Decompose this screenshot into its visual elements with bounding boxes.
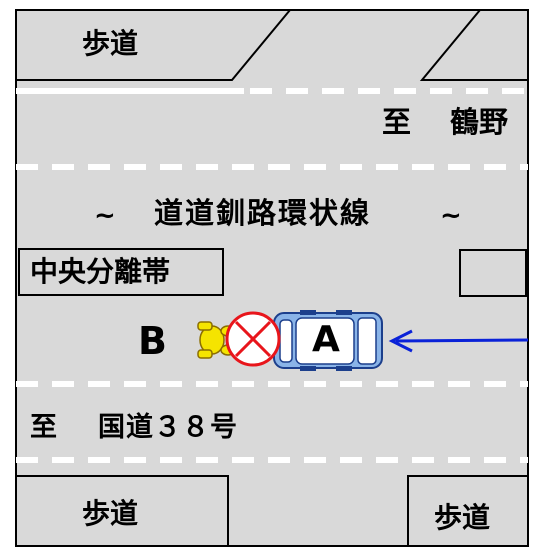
direction-prefix-top: 至	[382, 105, 412, 139]
road-name-tilde-right: ~	[440, 201, 462, 231]
median-label: 中央分離帯	[30, 255, 171, 288]
arrow-left-icon	[388, 329, 529, 353]
collision-mark-icon	[225, 311, 281, 367]
sidewalk-label-bottom-right: 歩道	[434, 501, 491, 534]
road-name: 道道釧路環状線	[154, 196, 372, 230]
sidewalk-label-bottom-left: 歩道	[82, 497, 139, 530]
party-b-label: B	[138, 319, 167, 363]
median-strip: 中央分離帯	[18, 248, 224, 296]
sidewalk-bottom-right	[407, 475, 529, 547]
sidewalk-top-right	[419, 9, 529, 81]
destination-tsuruno: 鶴野	[450, 105, 509, 139]
vehicle-a-label: A	[312, 319, 340, 360]
sidewalk-top-left	[15, 9, 293, 81]
road-name-tilde-left: ~	[94, 201, 116, 231]
median-block-right	[459, 249, 527, 297]
sidewalk-label: 歩道	[82, 27, 139, 60]
sidewalk-bottom-left	[15, 475, 229, 547]
destination-route38: 国道３８号	[98, 412, 238, 443]
direction-prefix-bottom: 至	[30, 412, 57, 443]
